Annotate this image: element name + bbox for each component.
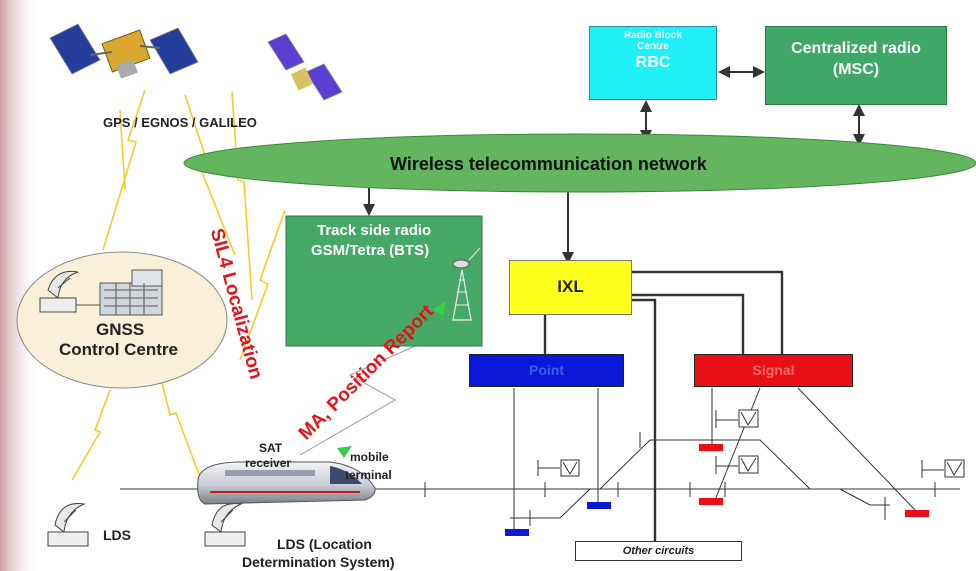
other-circuits-label: Other circuits [622, 545, 695, 557]
signal-symbol-4 [921, 459, 965, 478]
signal-symbol-2 [715, 409, 759, 428]
signal-actuator-3 [905, 510, 929, 517]
signal-label: Signal [752, 362, 795, 378]
signal-line-3 [797, 387, 916, 511]
rbc-line2: Centre [637, 41, 669, 52]
gnss-line2: Control Centre [59, 340, 178, 359]
lightning-gnss-lds [71, 389, 111, 481]
signal-symbol-3 [715, 455, 759, 474]
gnss-ellipse [16, 251, 228, 389]
control-lines [513, 387, 916, 530]
signal-actuator-1 [699, 444, 723, 451]
ixl-label: IXL [557, 277, 584, 296]
gnss-line1: GNSS [96, 320, 145, 339]
point-actuator-1 [505, 529, 529, 536]
sat-receiver-label-2: receiver [245, 456, 292, 470]
ixl-to-signal [632, 270, 784, 356]
network-label: Wireless telecommunication network [390, 154, 707, 174]
lds-left-label: LDS [103, 527, 131, 543]
mobile-terminal-marker [337, 446, 352, 458]
msc-box: Centralized radio (MSC) [765, 26, 947, 105]
satellite-gps-icon [49, 23, 199, 79]
ixl-box: IXL [509, 260, 632, 315]
mobile-terminal-label-2: terminal [345, 468, 392, 482]
bts-box [285, 215, 483, 347]
point-actuator-2 [587, 502, 611, 509]
bts-line2: GSM/Tetra (BTS) [311, 242, 430, 259]
radio-link-line [299, 337, 434, 456]
antenna-tower-icon [452, 247, 481, 321]
antenna-marker [433, 301, 446, 316]
siding-track-left [510, 488, 591, 519]
mobile-terminal-label-1: mobile [350, 450, 389, 464]
lightning-gnss-lds2 [159, 374, 204, 486]
train-icon [197, 461, 376, 505]
loop-track [599, 439, 811, 490]
bts-line1: Track side radio [317, 222, 432, 239]
signal-line-2 [714, 387, 761, 501]
network-ellipse [183, 133, 976, 193]
gnss-building-icon [76, 269, 163, 316]
lds-bottom-label-2: Determination System) [242, 554, 395, 570]
signal-actuator-2 [699, 498, 723, 505]
actuator-blocks [505, 444, 929, 536]
ixl-connections [543, 270, 784, 541]
trackside-signals [537, 409, 965, 478]
point-box: Point [469, 354, 624, 387]
signal-box: Signal [694, 354, 853, 387]
satellite-galileo-icon [267, 33, 343, 101]
rbc-box: Radio Block Centre RBC [589, 26, 717, 100]
lightning-sat-gnss-2 [119, 109, 126, 191]
ixl-to-signal-2 [632, 293, 745, 356]
msc-line1: Centralized radio [791, 40, 921, 57]
siding-track-right [839, 488, 890, 506]
lds-dish-icon-bottom [204, 502, 246, 547]
sat-receiver-label-1: SAT [259, 441, 283, 455]
rbc-line1: Radio Block [624, 30, 682, 41]
signal-symbol-1 [537, 459, 580, 477]
other-circuits-box: Other circuits [575, 541, 742, 561]
lds-bottom-label-1: LDS (Location [277, 536, 372, 552]
lightning-sat-ground [231, 91, 253, 301]
satellites-label: GPS / EGNOS / GALILEO [103, 115, 257, 130]
lightning-sil4 [239, 209, 286, 361]
lds-dish-icon-left [47, 502, 89, 547]
gnss-dish-icon [39, 270, 79, 313]
lightning-sat-gnss [102, 89, 146, 251]
msc-line2: (MSC) [832, 61, 880, 78]
ixl-to-other [632, 298, 657, 541]
point-label: Point [529, 362, 564, 378]
rbc-line3: RBC [635, 54, 671, 71]
